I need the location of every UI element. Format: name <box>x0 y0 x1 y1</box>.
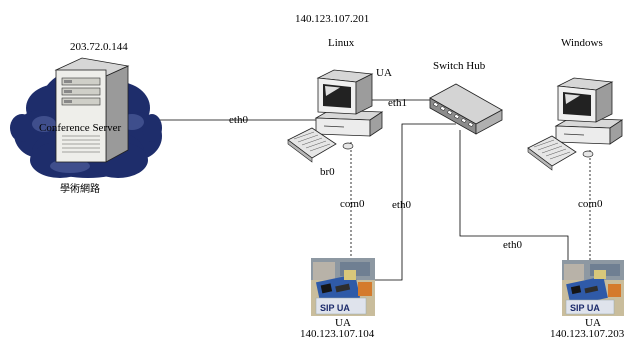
server-name-label: Conference Server <box>39 122 121 134</box>
link-label-switch-ua1: eth0 <box>392 199 411 211</box>
link-label-linux-switch: eth1 <box>388 97 407 109</box>
ua-device-1-photo: SIP UA <box>311 258 375 316</box>
ua-device-2-ip: 140.123.107.203 <box>550 328 625 340</box>
linux-computer-icon <box>288 70 382 162</box>
network-name-label: 學術網路 <box>60 182 100 195</box>
ua-device-2-sticker: SIP UA <box>570 303 600 313</box>
link-label-server-linux: eth0 <box>229 114 248 126</box>
windows-computer-icon <box>528 78 622 170</box>
server-ip-label: 203.72.0.144 <box>70 41 128 53</box>
switch-hub-icon <box>430 84 502 134</box>
link-label-switch-ua2: eth0 <box>503 239 522 251</box>
ua-device-1-sticker: SIP UA <box>320 303 350 313</box>
linux-os-label: Linux <box>328 37 355 49</box>
link-switch-ua1 <box>374 124 456 280</box>
switch-name-label: Switch Hub <box>433 60 486 72</box>
link-label-linux-ua1: com0 <box>340 198 365 210</box>
conference-server-icon <box>56 58 128 162</box>
ua-device-2-photo: SIP UA <box>562 260 624 316</box>
linux-ua-label: UA <box>376 67 392 79</box>
link-label-windows-ua2: com0 <box>578 198 603 210</box>
ua-device-1-ip: 140.123.107.104 <box>300 328 375 340</box>
windows-os-label: Windows <box>561 37 603 49</box>
linux-br0-label: br0 <box>320 166 335 178</box>
linux-ip-label: 140.123.107.201 <box>295 13 369 25</box>
